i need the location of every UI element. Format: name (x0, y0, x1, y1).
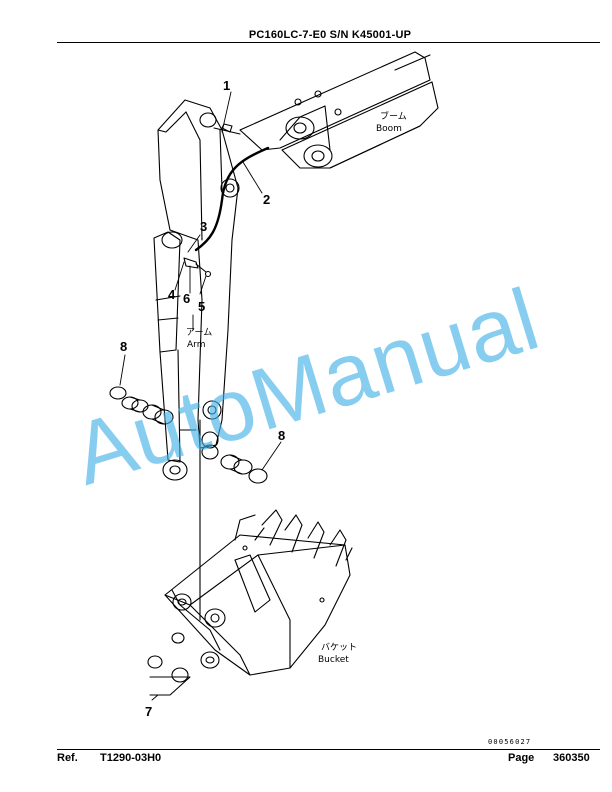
ref-label: Ref. (57, 752, 78, 764)
page-number: 360350 (553, 752, 590, 764)
callout-7: 7 (145, 704, 152, 719)
callout-6: 6 (183, 291, 190, 306)
callout-5: 5 (198, 299, 205, 314)
arm-label-jp: アーム (186, 327, 212, 338)
bushing-set-right (201, 444, 268, 484)
callout-3: 3 (200, 219, 207, 234)
bucket-bushings (147, 655, 191, 696)
bucket-label-jp: バケット (321, 642, 357, 653)
boom-label-jp: ブーム (380, 110, 407, 122)
callout-1: 1 (223, 78, 230, 93)
footer-rule (57, 749, 600, 750)
component-labels: ブーム Boom アーム Arm バケット Bucket (186, 110, 407, 665)
callout-numbers: 1 2 3 4 5 6 7 8 8 (120, 78, 285, 719)
callout-4: 4 (168, 287, 176, 302)
grease-fitting-parts (183, 123, 241, 278)
page-label: Page (508, 752, 535, 764)
arm-drawing (153, 99, 240, 621)
bushing-set-left (109, 386, 174, 425)
boom-drawing (239, 51, 439, 169)
bucket-drawing (164, 509, 353, 676)
callout-8-left: 8 (120, 339, 127, 354)
callout-leaders (119, 91, 282, 701)
drawing-number: 00056027 (488, 738, 532, 746)
ref-value: T1290-03H0 (100, 752, 162, 764)
bucket-label-en: Bucket (318, 655, 349, 665)
boom-label-en: Boom (376, 124, 402, 134)
callout-2: 2 (263, 192, 270, 207)
arm-label-en: Arm (187, 340, 205, 350)
callout-8-right: 8 (278, 428, 285, 443)
hose-line (194, 146, 270, 252)
header-rule (57, 42, 600, 43)
page-title: PC160LC-7-E0 S/N K45001-UP (248, 29, 412, 41)
